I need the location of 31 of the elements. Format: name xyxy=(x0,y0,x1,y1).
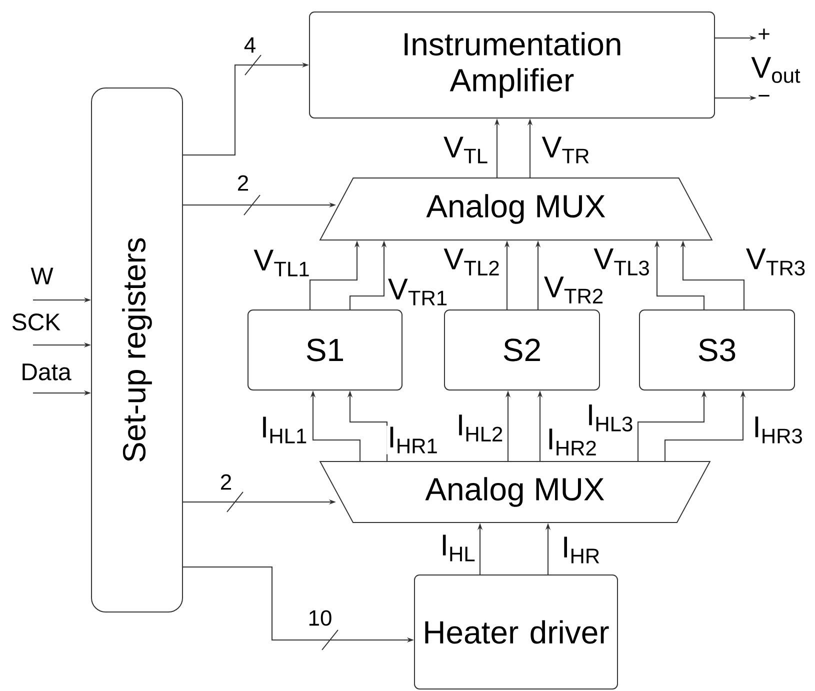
edge-label: V$_{TR3}$ xyxy=(744,248,808,276)
edge-label: I$_{HL1}$ xyxy=(259,416,309,444)
block-box: Instrumentation Amplifier xyxy=(309,12,715,118)
block-box: S2 xyxy=(444,310,600,390)
edge-label: V$_{TL3}$ xyxy=(592,248,652,276)
edge-label: Data xyxy=(20,362,72,382)
edge-label: 2 xyxy=(218,473,234,491)
edge-label: I$_{HR3}$ xyxy=(752,416,804,444)
block-box: S3 xyxy=(639,310,795,390)
edge-label: W xyxy=(30,266,54,286)
output-sign: + xyxy=(758,28,770,40)
edge-label: 2 xyxy=(236,174,250,192)
edge-label: 10 xyxy=(306,609,334,627)
register-block: Set-up registers xyxy=(91,88,183,612)
edge-label: V$_{TL}$ xyxy=(442,136,490,164)
block-box: Heater driver xyxy=(414,574,618,690)
edge-label: 4 xyxy=(242,36,258,54)
edge-label: I$_{HR1}$ xyxy=(386,426,440,454)
edge-label: I$_{HL3}$ xyxy=(585,404,635,432)
edge-label: I$_{HR}$ xyxy=(560,536,602,564)
edge-label: SCK xyxy=(10,312,62,332)
edge-label: I$_{HL}$ xyxy=(439,534,477,562)
edge-label: I$_{HL2}$ xyxy=(455,414,505,442)
edge-label: V$_{TR1}$ xyxy=(386,278,450,306)
edge-label: V$_{TR}$ xyxy=(540,136,592,164)
edge-label: V$_{TL1}$ xyxy=(252,248,312,278)
output-label: V$_{out}$ xyxy=(751,57,800,83)
block-box: S1 xyxy=(248,310,402,390)
edge-label: V$_{TR2}$ xyxy=(542,276,606,304)
output-sign: − xyxy=(758,94,770,96)
edge-label: V$_{TL2}$ xyxy=(442,248,502,276)
